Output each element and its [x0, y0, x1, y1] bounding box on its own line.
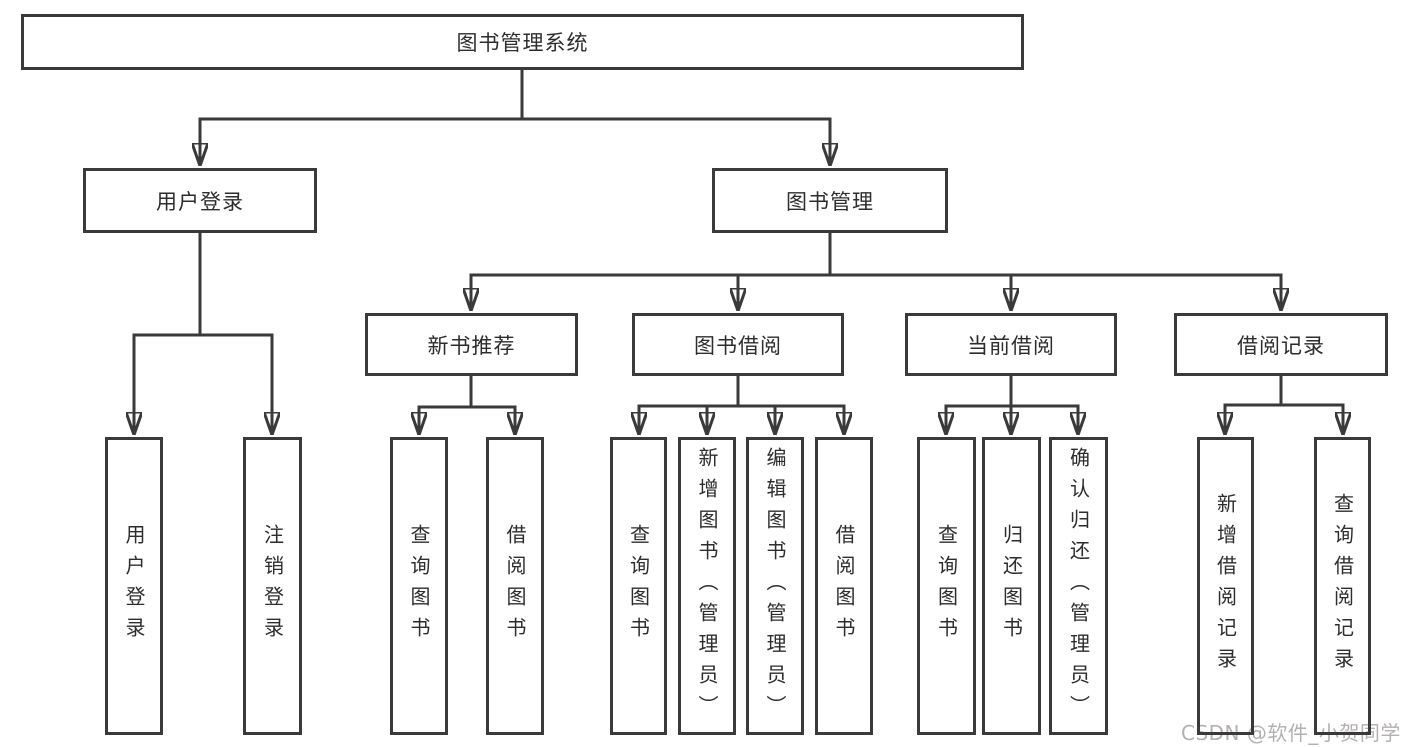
node-module-current-borrowing: 当前借阅 — [905, 313, 1117, 376]
node-label: 归还图书 — [999, 524, 1024, 648]
node-leaf-borrowing-borrow-books: 借阅图书 — [815, 437, 873, 735]
node-label: 确认归还（管理员） — [1066, 446, 1091, 726]
node-leaf-borrowing-query-books: 查询图书 — [610, 437, 667, 735]
node-module-new-book-recommend: 新书推荐 — [365, 313, 578, 376]
node-branch-user-login: 用户登录 — [83, 168, 317, 233]
node-branch-book-management: 图书管理 — [712, 168, 948, 233]
node-root-library-system: 图书管理系统 — [21, 14, 1024, 70]
node-label: 借阅图书 — [832, 524, 856, 648]
node-leaf-records-add-record: 新增借阅记录 — [1197, 437, 1254, 735]
node-label: 新增图书（管理员） — [695, 446, 719, 726]
node-leaf-user-login: 用户登录 — [105, 437, 163, 735]
node-leaf-current-query-books: 查询图书 — [917, 437, 976, 735]
node-leaf-records-query-record: 查询借阅记录 — [1314, 437, 1371, 735]
node-leaf-recommend-borrow-books: 借阅图书 — [486, 437, 544, 735]
node-label: 用户登录 — [122, 524, 146, 648]
node-module-book-borrowing: 图书借阅 — [632, 313, 844, 376]
node-label: 注销登录 — [260, 524, 285, 648]
node-module-borrowing-records: 借阅记录 — [1174, 313, 1388, 376]
node-leaf-borrowing-add-books: 新增图书（管理员） — [678, 437, 736, 735]
node-label: 查询图书 — [626, 524, 651, 648]
node-label: 查询图书 — [934, 524, 959, 648]
node-label: 新增借阅记录 — [1213, 493, 1238, 679]
node-label: 查询图书 — [407, 524, 431, 648]
node-leaf-recommend-query-books: 查询图书 — [390, 437, 448, 735]
node-leaf-current-confirm-return: 确认归还（管理员） — [1049, 437, 1108, 735]
node-leaf-borrowing-edit-books: 编辑图书（管理员） — [746, 437, 804, 735]
node-leaf-current-return-books: 归还图书 — [982, 437, 1041, 735]
node-label: 借阅图书 — [503, 524, 527, 648]
node-label: 编辑图书（管理员） — [763, 446, 787, 726]
node-leaf-logout: 注销登录 — [243, 437, 302, 735]
node-label: 查询借阅记录 — [1330, 493, 1355, 679]
